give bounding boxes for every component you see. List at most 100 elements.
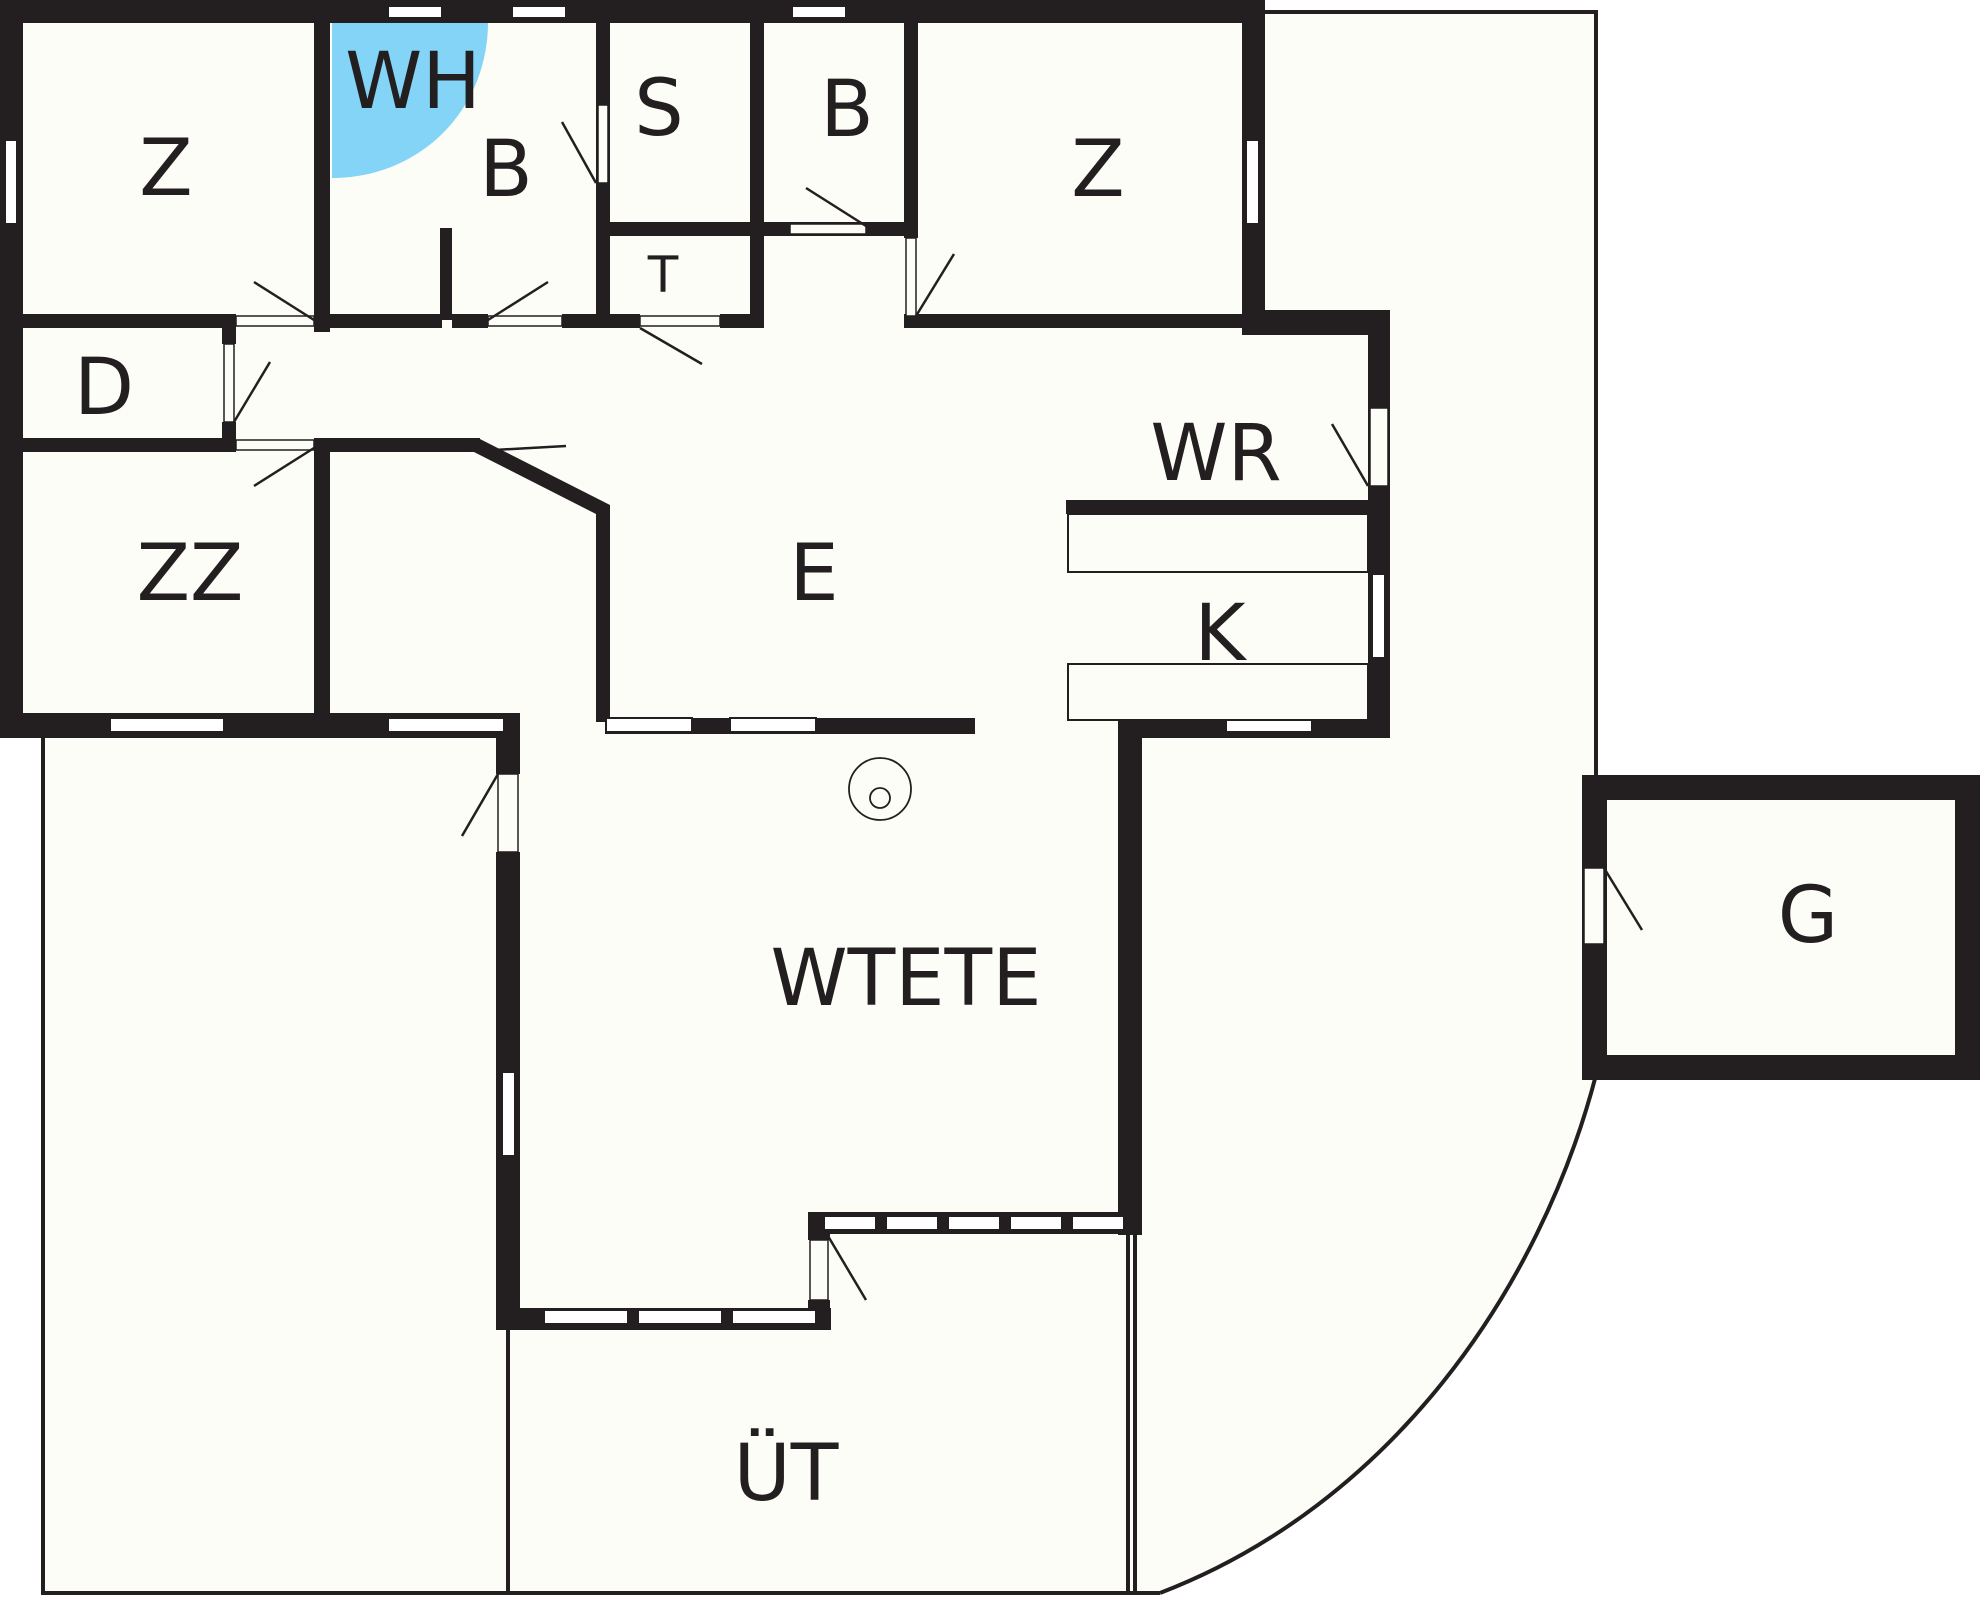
window-top-1 bbox=[387, 5, 443, 19]
wall-corridor-top-t bbox=[720, 314, 764, 328]
wall-z-b bbox=[314, 12, 330, 332]
window-wtete-bottom-2 bbox=[637, 1309, 723, 1325]
garage-wall-bottom bbox=[1582, 1055, 1980, 1080]
wall-corridor-top-z bbox=[904, 314, 1242, 328]
door-swing-t bbox=[639, 326, 703, 366]
window-wtete-left bbox=[501, 1071, 516, 1157]
stove-inner-circle bbox=[869, 787, 891, 809]
wall-top bbox=[0, 0, 1265, 23]
wall-left bbox=[0, 0, 23, 738]
room-label-zz: ZZ bbox=[137, 529, 244, 619]
gap-garage bbox=[1583, 867, 1605, 945]
stove-icon bbox=[848, 757, 912, 821]
door-swing-closet bbox=[493, 444, 567, 452]
wall-closet-angle bbox=[470, 438, 610, 722]
room-label-e: E bbox=[789, 529, 838, 619]
door-swing-wr bbox=[1330, 423, 1370, 487]
door-swing-garage bbox=[1602, 867, 1644, 931]
room-label-bath-2: B bbox=[820, 65, 874, 155]
room-label-wtete: WTETE bbox=[771, 934, 1042, 1024]
wall-d-right bbox=[222, 314, 236, 344]
door-swing-b2 bbox=[805, 186, 867, 228]
window-right-z bbox=[1245, 139, 1260, 225]
garage-wall-top bbox=[1582, 775, 1980, 800]
door-swing-b bbox=[487, 280, 549, 322]
window-wtete-step-2 bbox=[885, 1215, 939, 1231]
terrace-bottom-edge bbox=[41, 730, 1160, 1595]
door-swing-z-right bbox=[914, 253, 956, 317]
wall-wtete-right bbox=[1118, 713, 1142, 1235]
wall-step-top bbox=[1242, 310, 1390, 335]
room-label-d: D bbox=[74, 343, 134, 433]
window-bottom-closet bbox=[387, 717, 505, 733]
garage-floor bbox=[1592, 785, 1970, 1055]
room-label-k: K bbox=[1194, 589, 1247, 679]
garage-wall-right bbox=[1955, 775, 1980, 1080]
terrace-outer-edge bbox=[1265, 10, 1598, 780]
door-swing-zz bbox=[253, 446, 315, 488]
gap-z-left bbox=[235, 315, 315, 327]
wall-s-t bbox=[596, 222, 764, 236]
windows bbox=[4, 5, 1386, 1325]
room-label-z-right: Z bbox=[1071, 125, 1124, 215]
wall-b-partition bbox=[440, 228, 452, 320]
window-wtete-step-4 bbox=[1009, 1215, 1063, 1231]
door-gaps bbox=[223, 104, 1605, 1301]
wall-zz-right bbox=[314, 438, 330, 730]
room-label-bath-1: B bbox=[479, 125, 533, 215]
window-top-2 bbox=[511, 5, 567, 19]
wall-s-b2 bbox=[750, 12, 764, 328]
door-swing-z-left bbox=[253, 280, 315, 322]
door-swing-wtete bbox=[460, 773, 500, 837]
window-wtete-step-1 bbox=[823, 1215, 877, 1231]
terrace-curve bbox=[1159, 1074, 1598, 1595]
window-bottom-e-1 bbox=[605, 717, 693, 733]
room-label-z-left: Z bbox=[139, 124, 192, 214]
gap-s-door bbox=[597, 104, 609, 184]
window-wtete-step-5 bbox=[1071, 1215, 1125, 1231]
room-labels: Z WH B S B Z T D WR ZZ E K WTETE G ÜT bbox=[74, 37, 1838, 1519]
gap-wr-door bbox=[1369, 407, 1389, 487]
wall-b2-z bbox=[904, 12, 918, 238]
gap-z-right bbox=[905, 237, 917, 317]
gap-wtete-step bbox=[809, 1239, 829, 1301]
room-label-s: S bbox=[634, 64, 684, 154]
wh-highlight-area bbox=[332, 22, 488, 178]
room-label-wh: WH bbox=[345, 37, 481, 127]
wall-corridor-top-s bbox=[562, 314, 640, 328]
terrace-floor bbox=[43, 12, 1596, 1593]
door-swings bbox=[232, 121, 1644, 1301]
wall-corridor-top-left bbox=[12, 314, 236, 328]
house-floor bbox=[12, 12, 1265, 730]
door-swing-d bbox=[232, 361, 272, 423]
gap-wtete-left bbox=[497, 773, 519, 853]
gap-b2-door bbox=[789, 223, 867, 235]
door-swing-ut bbox=[826, 1235, 868, 1301]
room-label-t: T bbox=[647, 246, 679, 304]
window-wtete-bottom-1 bbox=[543, 1309, 629, 1325]
wall-wr-counter bbox=[1066, 500, 1368, 514]
window-bottom-e-2 bbox=[729, 717, 817, 733]
room-label-ut: ÜT bbox=[734, 1428, 839, 1519]
window-wtete-step-3 bbox=[947, 1215, 1001, 1231]
room-label-g: G bbox=[1778, 871, 1838, 961]
wall-right-k bbox=[1368, 310, 1390, 738]
gap-d-door bbox=[223, 343, 235, 423]
gap-b-door bbox=[487, 315, 563, 327]
counter-upper bbox=[1067, 513, 1369, 573]
gap-d-zz bbox=[235, 439, 315, 451]
wall-zz-room-top bbox=[314, 438, 480, 452]
window-bottom-zz bbox=[109, 717, 225, 733]
window-right-k bbox=[1371, 573, 1386, 659]
wall-corridor-top-b2 bbox=[452, 314, 488, 328]
room-label-wr: WR bbox=[1150, 409, 1281, 499]
window-left-z bbox=[4, 139, 18, 225]
window-wtete-bottom-3 bbox=[731, 1309, 817, 1325]
kitchen-counters bbox=[1067, 513, 1369, 721]
wall-corridor-top-b bbox=[314, 314, 442, 328]
wall-d-bottom bbox=[12, 438, 236, 452]
gap-t-door bbox=[639, 315, 721, 327]
stove-outer-circle bbox=[848, 757, 912, 821]
window-top-3 bbox=[791, 5, 847, 19]
